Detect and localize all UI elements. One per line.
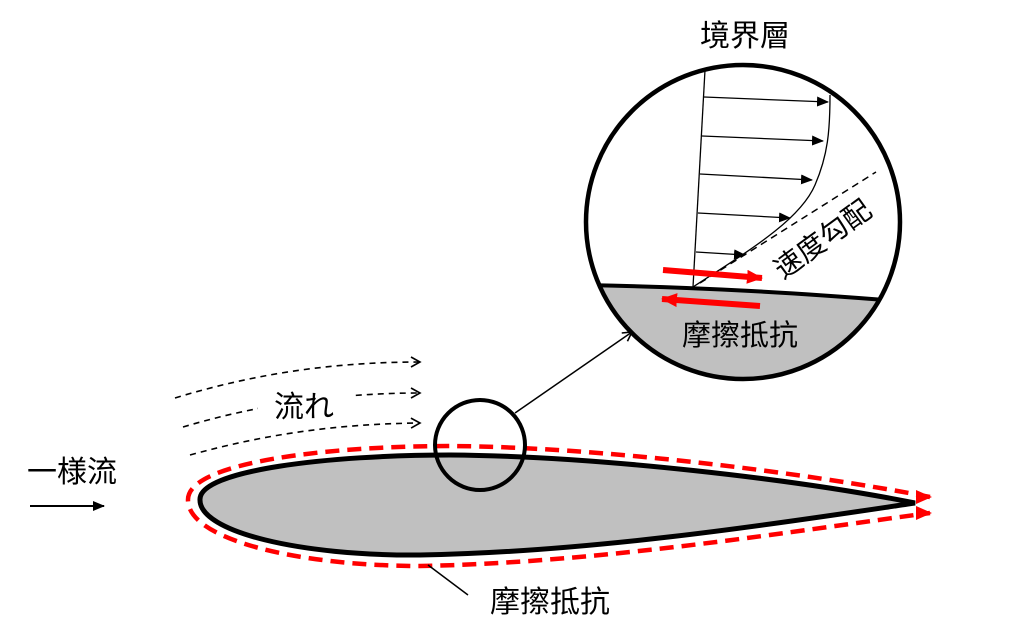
boundary-layer-title: 境界層 — [700, 19, 790, 54]
velocity-arrow — [695, 249, 746, 260]
velocity-profile — [692, 69, 877, 288]
friction-arrow-head-bottom — [916, 506, 932, 520]
velocity-arrow — [703, 96, 829, 107]
friction-arrow-head-top — [916, 490, 932, 504]
velocity-gradient-tangent — [699, 171, 877, 284]
profile-axis — [692, 69, 706, 288]
inset-friction-drag-label: 摩擦抵抗 — [682, 318, 798, 352]
velocity-arrow — [701, 135, 824, 146]
flow-label: 流れ — [274, 390, 334, 425]
inset-surface-line — [586, 283, 900, 304]
shear-arrow-right — [662, 267, 763, 284]
streamline — [189, 417, 422, 456]
velocity-arrow — [699, 173, 813, 185]
velocity-arrow — [697, 212, 791, 223]
magnify-pointer-arrow — [514, 331, 634, 414]
friction-leader-line — [427, 564, 469, 596]
friction-outline — [185, 443, 931, 569]
magnify-region-circle — [433, 398, 527, 492]
profile-curve — [692, 94, 831, 288]
airfoil-body — [197, 452, 916, 558]
streamlines — [174, 356, 422, 456]
friction-drag-label: 摩擦抵抗 — [490, 585, 610, 620]
streamline — [182, 387, 422, 428]
flow-label-bg — [258, 385, 353, 423]
boundary-layer-inset-circle — [583, 62, 903, 382]
friction-arrow-left — [661, 293, 761, 309]
uniform-flow-label: 一様流 — [27, 455, 117, 490]
